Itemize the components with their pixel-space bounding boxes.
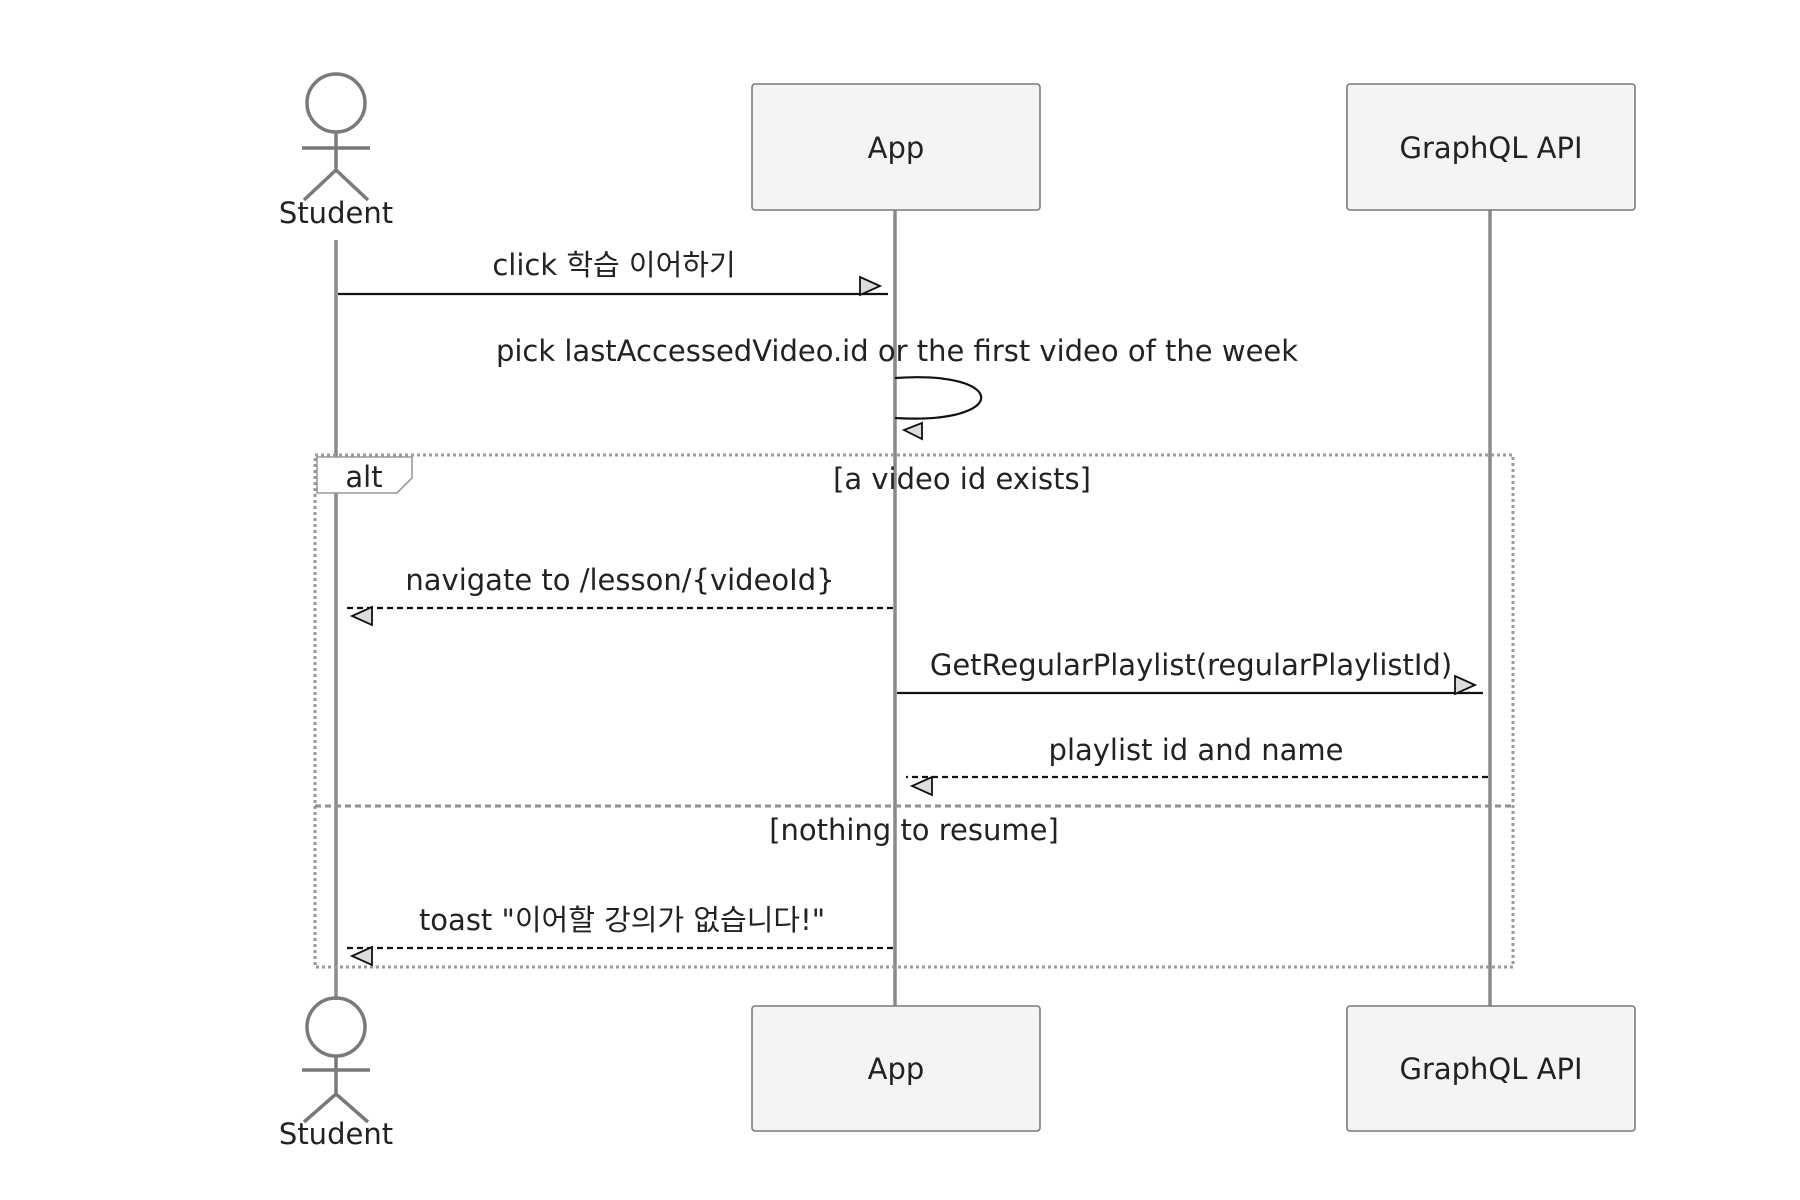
arrow-head-icon bbox=[349, 605, 373, 627]
alt-condition-1: [a video id exists] bbox=[833, 462, 1091, 496]
actor-head-icon bbox=[305, 996, 367, 1058]
actor-leg-right-icon bbox=[334, 1092, 370, 1124]
message-pick-video: pick lastAccessedVideo.id or the first v… bbox=[496, 334, 1298, 441]
message-get-playlist: GetRegularPlaylist(regularPlaylistId) bbox=[897, 648, 1483, 696]
alt-condition-2: [nothing to resume] bbox=[769, 813, 1059, 847]
alt-frame-border bbox=[313, 453, 1515, 969]
message-playlist-response: playlist id and name bbox=[906, 733, 1488, 797]
self-call-loop bbox=[894, 376, 983, 420]
arrow-head-icon bbox=[349, 945, 373, 967]
alt-frame: alt [a video id exists] [nothing to resu… bbox=[313, 453, 1515, 969]
app-participant-top: App bbox=[751, 83, 1041, 211]
student-actor-top: Student bbox=[279, 72, 393, 230]
app-label-top: App bbox=[868, 131, 925, 165]
api-label-top: GraphQL API bbox=[1399, 131, 1582, 165]
message-toast: toast "이어할 강의가 없습니다!" bbox=[344, 903, 893, 967]
api-box-bottom bbox=[1346, 1005, 1636, 1132]
app-box-bottom bbox=[751, 1005, 1041, 1132]
actor-head-icon bbox=[305, 72, 367, 134]
message-label: playlist id and name bbox=[1049, 733, 1344, 767]
message-label: pick lastAccessedVideo.id or the first v… bbox=[496, 334, 1298, 368]
arrow-head-icon bbox=[859, 275, 883, 297]
message-label: GetRegularPlaylist(regularPlaylistId) bbox=[930, 648, 1452, 682]
student-label-bottom: Student bbox=[279, 1117, 393, 1151]
app-box-top bbox=[751, 83, 1041, 211]
actor-leg-left-icon bbox=[302, 168, 338, 202]
arrow-head-icon bbox=[1454, 674, 1478, 696]
app-label-bottom: App bbox=[868, 1052, 925, 1086]
message-navigate-lesson: navigate to /lesson/{videoId} bbox=[344, 563, 893, 627]
alt-frame-tab bbox=[316, 456, 413, 494]
actor-leg-left-icon bbox=[302, 1092, 338, 1124]
arrow-head-icon bbox=[901, 421, 923, 441]
student-actor-bottom: Student bbox=[279, 996, 393, 1151]
api-participant-top: GraphQL API bbox=[1346, 83, 1636, 211]
app-participant-bottom: App bbox=[751, 1005, 1041, 1132]
api-box-top bbox=[1346, 83, 1636, 211]
api-participant-bottom: GraphQL API bbox=[1346, 1005, 1636, 1132]
message-click-resume: click 학습 이어하기 bbox=[338, 248, 888, 297]
student-label-top: Student bbox=[279, 196, 393, 230]
arrow-head-icon bbox=[909, 775, 933, 797]
api-label-bottom: GraphQL API bbox=[1399, 1052, 1582, 1086]
message-label: click 학습 이어하기 bbox=[492, 248, 735, 282]
message-label: navigate to /lesson/{videoId} bbox=[405, 563, 834, 597]
message-label: toast "이어할 강의가 없습니다!" bbox=[419, 903, 825, 937]
actor-leg-right-icon bbox=[334, 168, 370, 202]
alt-keyword: alt bbox=[345, 460, 382, 494]
